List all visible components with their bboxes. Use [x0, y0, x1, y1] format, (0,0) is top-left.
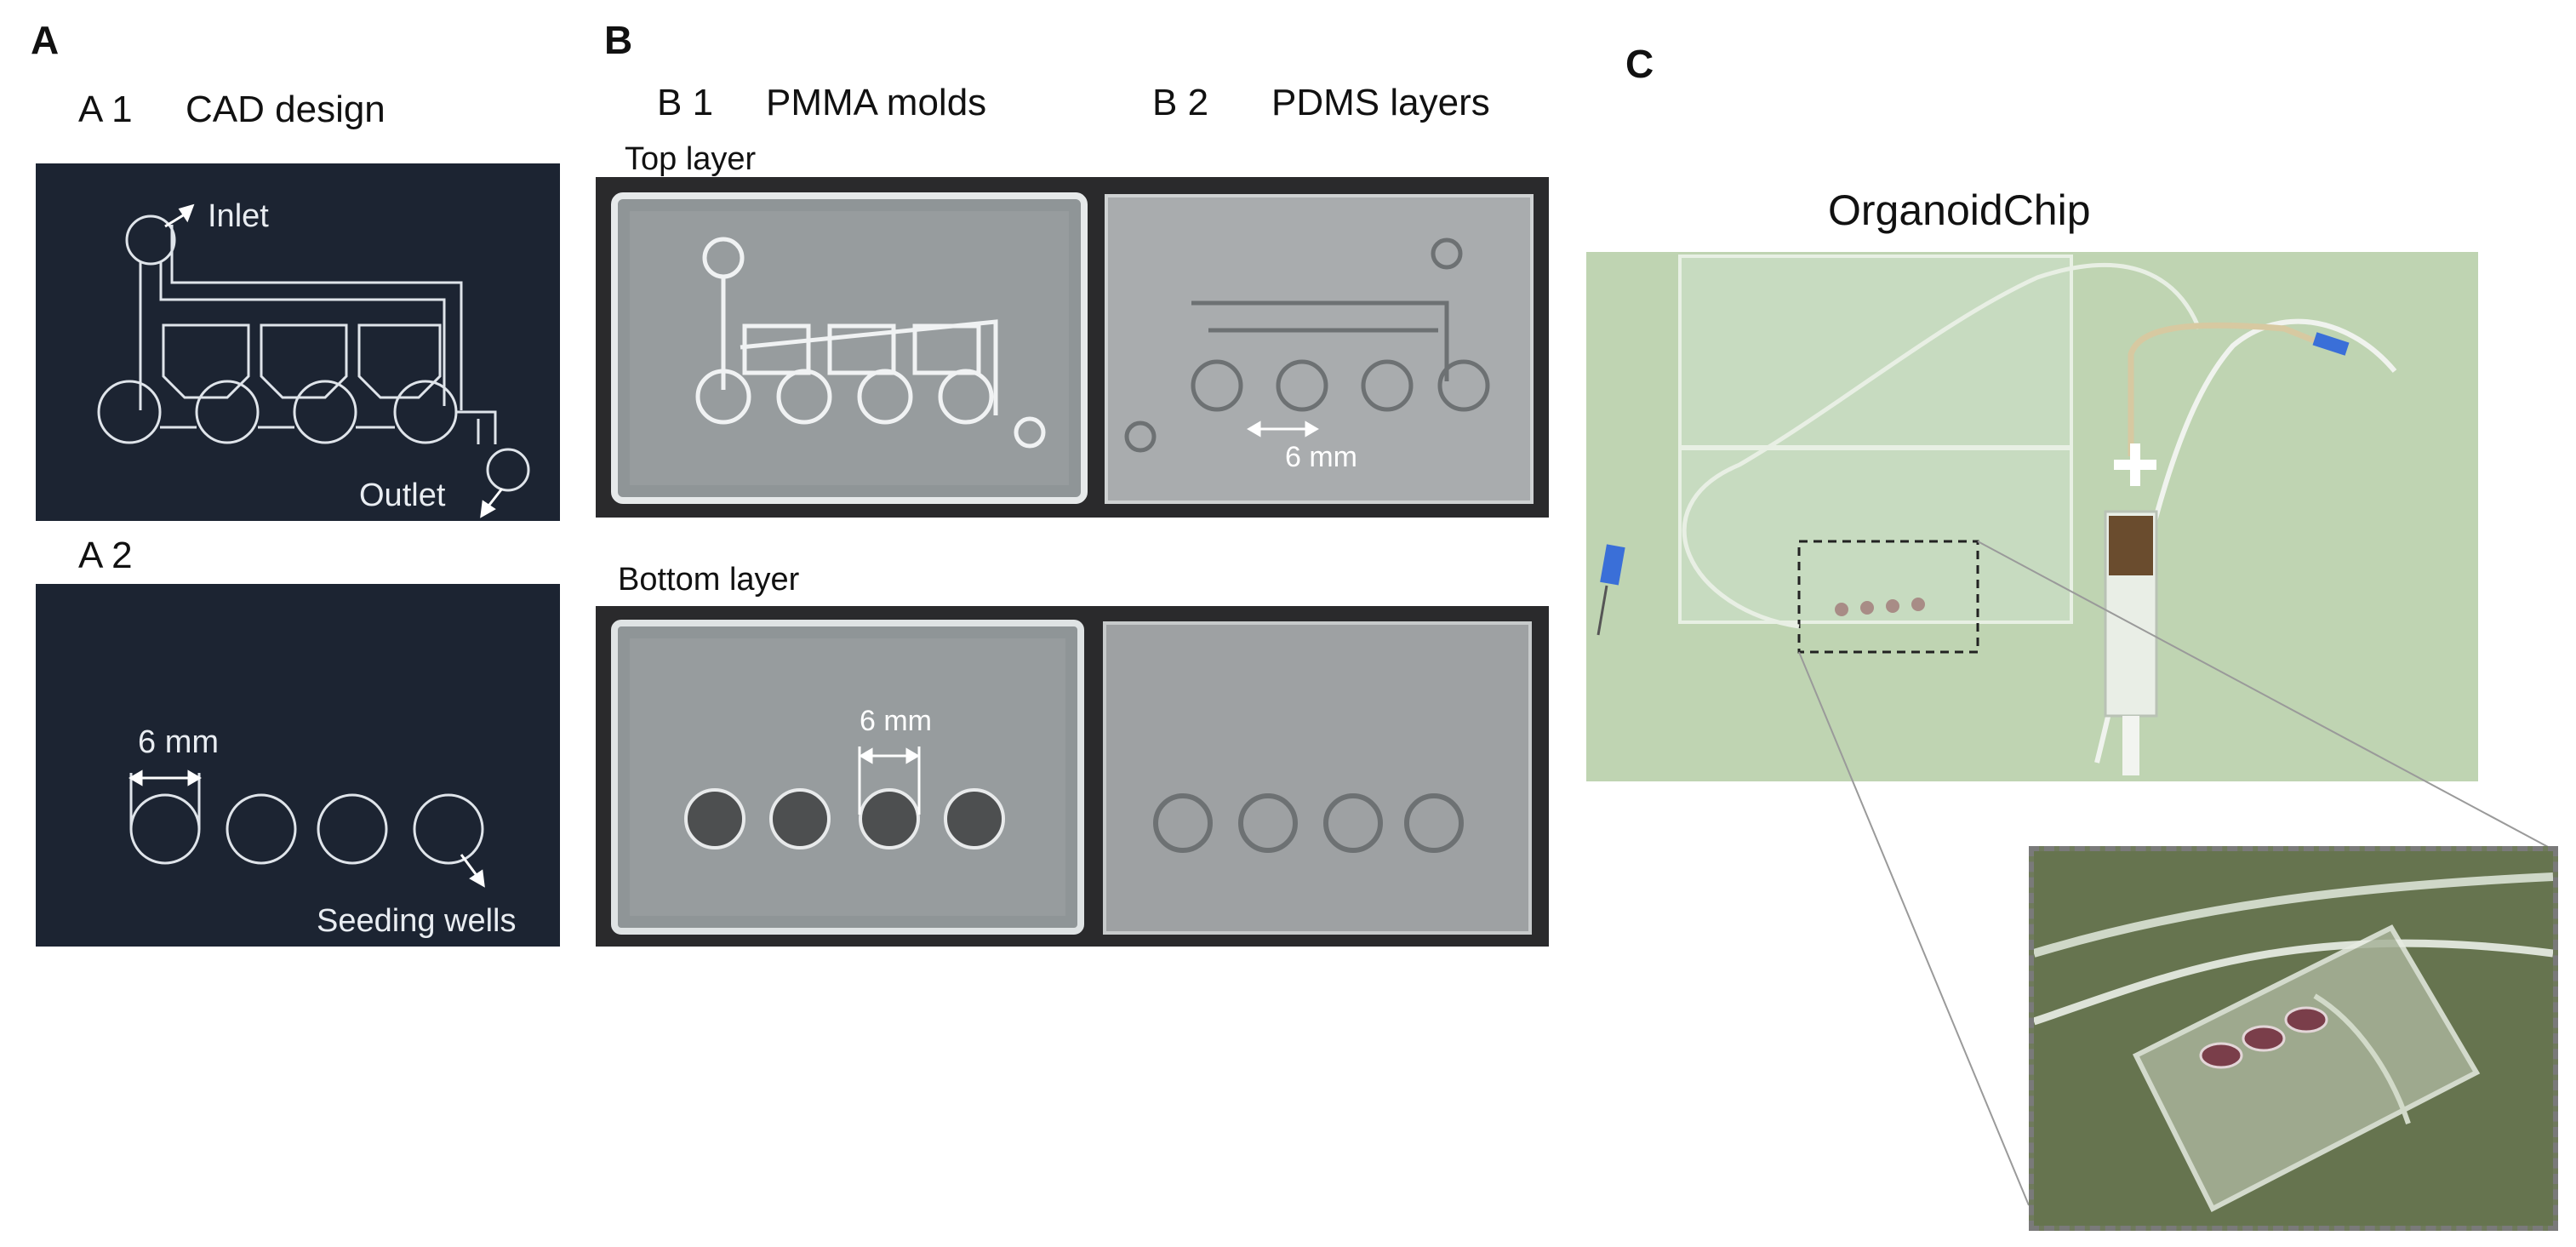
- inlet-label: Inlet: [208, 198, 269, 234]
- bottom-dimension-arrow: [858, 746, 921, 815]
- bottom-layer-photo: 6 mm: [596, 606, 1549, 947]
- seeding-well-4: [413, 793, 484, 865]
- subpanel-number-a1: A 1: [78, 89, 133, 130]
- subpanel-number-a2: A 2: [78, 535, 133, 576]
- outlet-circle: [486, 448, 530, 492]
- inlet-circle: [125, 215, 176, 266]
- subpanel-title-b2: PDMS layers: [1271, 82, 1490, 123]
- a2-dimension-label: 6 mm: [138, 724, 219, 760]
- cad-wells-image: 6 mm Seeding wells: [36, 584, 560, 947]
- zoomed-chip-inset: [2029, 846, 2558, 1231]
- channel-outlet: [456, 410, 497, 444]
- pdms-bottom-layer: [1103, 621, 1532, 935]
- panel-letter-a: A: [31, 18, 60, 62]
- outlet-label: Outlet: [359, 478, 446, 513]
- seeding-wells-label: Seeding wells: [317, 903, 516, 939]
- organoidchip-title: OrganoidChip: [1828, 186, 2091, 234]
- cad-design-image: Inlet Outlet: [36, 163, 560, 521]
- bottom-layer-label: Bottom layer: [618, 562, 800, 598]
- organoidchip-photo: [1586, 252, 2478, 781]
- zoom-region-box: [1797, 540, 1979, 654]
- top-layer-label: Top layer: [625, 141, 757, 177]
- channel-top-inner: [159, 261, 446, 406]
- panel-letter-b: B: [604, 18, 633, 62]
- subpanel-title-a1: CAD design: [186, 89, 386, 130]
- top-layer-photo: 6 mm: [596, 177, 1549, 518]
- seeding-well-2: [226, 793, 297, 865]
- chamber-1: [162, 323, 250, 399]
- subpanel-number-b1: B 1: [657, 82, 714, 123]
- top-dimension-label: 6 mm: [1285, 441, 1357, 473]
- chamber-2: [260, 323, 348, 399]
- seeding-well-3: [317, 793, 388, 865]
- top-dimension-arrow: [1247, 420, 1319, 438]
- well-2: [195, 380, 260, 444]
- channel-top-outer: [170, 225, 463, 410]
- dimension-arrow: [129, 769, 485, 888]
- subpanel-title-b1: PMMA molds: [766, 82, 987, 123]
- subpanel-number-b2: B 2: [1152, 82, 1209, 123]
- cad-channel-drawing: Inlet Outlet: [97, 198, 530, 518]
- well-3: [293, 380, 357, 444]
- panel-letter-c: C: [1625, 42, 1654, 86]
- chamber-3: [357, 323, 442, 399]
- well-1: [97, 380, 162, 444]
- bottom-dimension-label: 6 mm: [860, 705, 932, 737]
